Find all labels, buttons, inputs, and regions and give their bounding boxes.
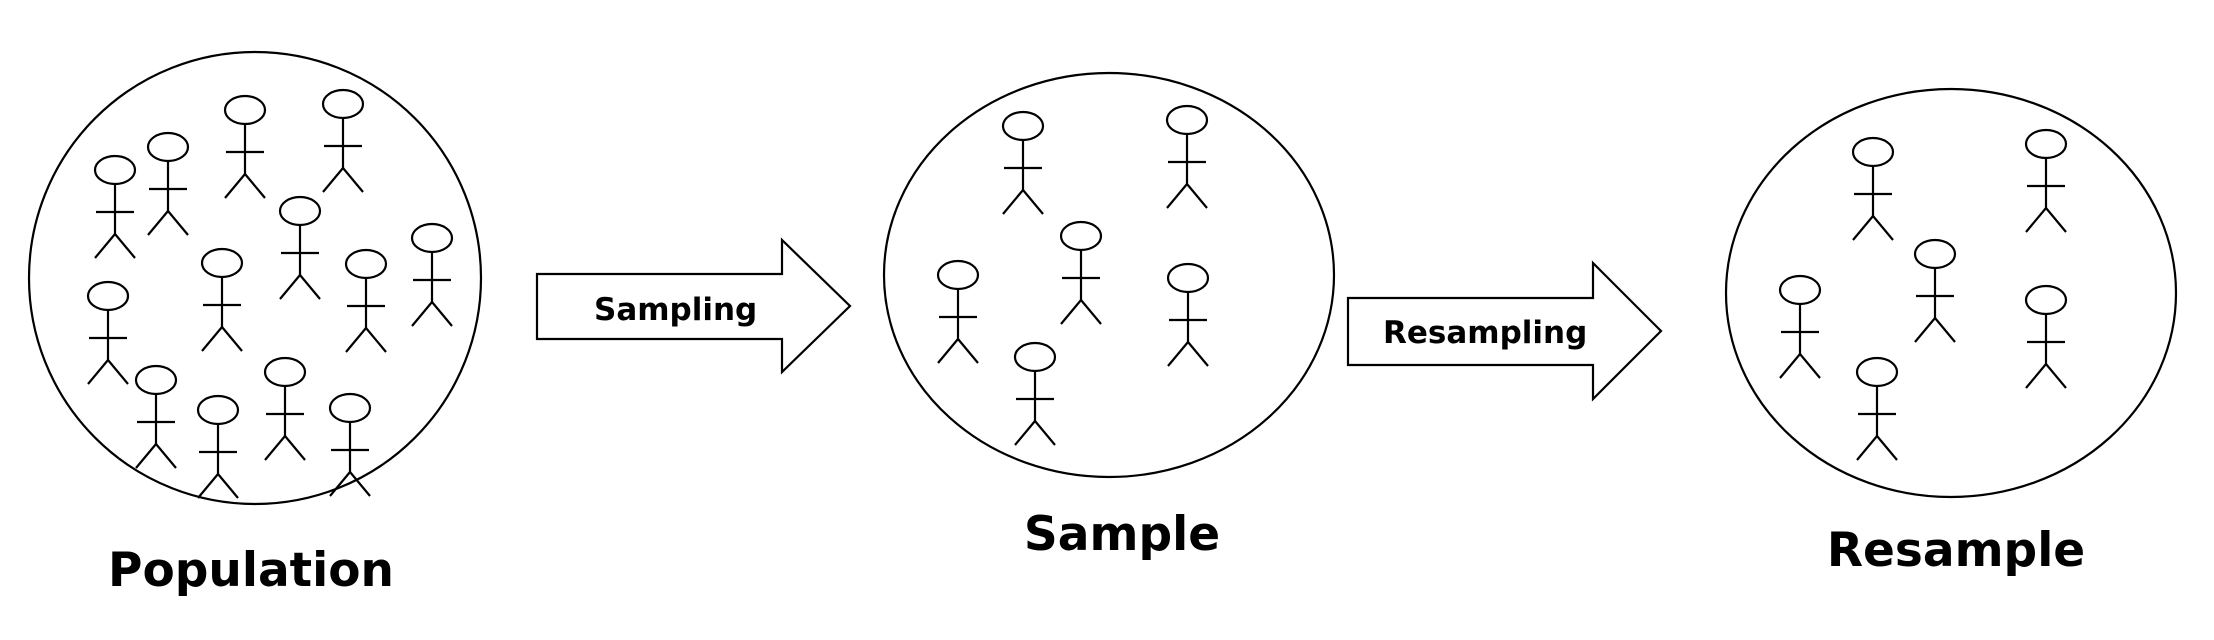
stick-figure-icon <box>263 356 307 461</box>
resample-people <box>1778 128 2068 461</box>
stick-figure-icon <box>936 259 980 364</box>
right-arrow-icon <box>1346 260 1663 402</box>
stick-figure-icon <box>93 154 137 259</box>
stick-figure-icon <box>196 394 240 499</box>
stick-figure-icon <box>1001 110 1045 215</box>
stick-figure-icon <box>1165 104 1209 209</box>
stick-figure-icon <box>2024 284 2068 389</box>
resampling-label: Resampling <box>1383 315 1587 351</box>
stick-figure-icon <box>2024 128 2068 233</box>
stick-figure-icon <box>134 364 178 469</box>
stick-figure-icon <box>1778 274 1822 379</box>
sample-circle <box>882 71 1336 479</box>
sample-caption: Sample <box>1024 507 1220 562</box>
stick-figure-icon <box>278 195 322 300</box>
sampling-label: Sampling <box>594 292 757 328</box>
right-arrow-icon <box>535 237 852 375</box>
stick-figure-icon <box>223 94 267 199</box>
stick-figure-icon <box>1013 341 1057 446</box>
stick-figure-icon <box>1851 136 1895 241</box>
stick-figure-icon <box>321 88 365 193</box>
population-circle <box>27 50 483 506</box>
resample-caption: Resample <box>1827 523 2085 578</box>
stick-figure-icon <box>1166 262 1210 367</box>
resampling-arrow: Resampling <box>1346 260 1663 402</box>
stick-figure-icon <box>344 248 388 353</box>
stick-figure-icon <box>200 247 244 352</box>
stick-figure-icon <box>1855 356 1899 461</box>
population-people <box>86 88 454 499</box>
stick-figure-icon <box>1059 220 1103 325</box>
population-caption: Population <box>108 543 394 598</box>
sample-people <box>936 104 1210 446</box>
sampling-arrow: Sampling <box>535 237 852 375</box>
resample-circle <box>1724 87 2178 499</box>
stick-figure-icon <box>86 280 130 385</box>
stick-figure-icon <box>146 131 190 236</box>
stick-figure-icon <box>328 392 372 497</box>
stick-figure-icon <box>410 222 454 327</box>
stick-figure-icon <box>1913 238 1957 343</box>
